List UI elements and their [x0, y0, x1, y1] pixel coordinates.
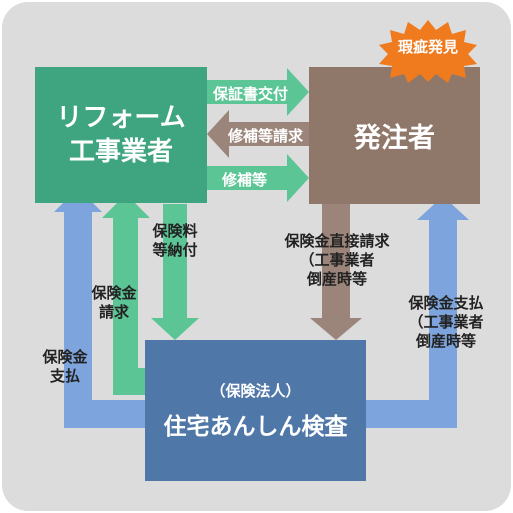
defect-badge-label: 瑕疵発見: [397, 38, 458, 56]
payout-left-label: 保険金 支払: [33, 348, 97, 386]
payout-right-label: 保険金支払 （工事業者 倒産時等: [389, 294, 503, 351]
payout-left-arrow: [54, 188, 145, 428]
payout-right-line3: 倒産時等: [415, 332, 476, 350]
direct-claim-line1: 保険金直接請求: [284, 232, 390, 250]
client-label: 発注者: [354, 123, 435, 154]
premium-arrow: [151, 204, 199, 340]
direct-claim-line3: 倒産時等: [306, 270, 367, 288]
direct-claim-label: 保険金直接請求 （工事業者 倒産時等: [262, 232, 412, 289]
direct-claim-line2: （工事業者: [299, 251, 375, 269]
premium-line1: 保険料: [152, 222, 198, 240]
repair-request-arrow: [207, 110, 309, 158]
payout-left-line2: 支払: [49, 367, 80, 385]
defect-burst-icon: [379, 20, 477, 83]
repair-label: 修補等: [222, 171, 268, 189]
inspection-box: （保険法人） 住宅あんしん検査: [145, 340, 366, 481]
claim-line1: 保険金: [91, 284, 137, 302]
payout-left-line1: 保険金: [42, 348, 88, 366]
inspection-main: 住宅あんしん検査: [163, 414, 348, 440]
premium-line2: 等納付: [152, 241, 198, 259]
cert-issue-arrow: [207, 68, 309, 116]
repair-request-label: 修補等請求: [228, 127, 304, 145]
reform-line1: リフォーム: [56, 103, 186, 133]
client-box: 発注者: [309, 67, 480, 204]
reform-line2: 工事業者: [68, 137, 173, 167]
claim-arrow: [102, 194, 150, 395]
reform-contractor-box: リフォーム 工事業者: [35, 67, 207, 203]
payout-right-line2: （工事業者: [408, 313, 484, 331]
payout-right-line1: 保険金支払: [408, 294, 484, 312]
repair-arrow: [207, 154, 309, 202]
claim-line2: 請求: [98, 303, 129, 321]
inspection-sub: （保険法人）: [210, 382, 301, 400]
cert-issue-label: 保証書交付: [213, 85, 289, 103]
direct-claim-arrow: [310, 204, 362, 340]
insurance-claim-label: 保険金 請求: [82, 284, 146, 322]
payout-right-arrow: [366, 196, 469, 428]
premium-payment-label: 保険料 等納付: [143, 222, 207, 260]
